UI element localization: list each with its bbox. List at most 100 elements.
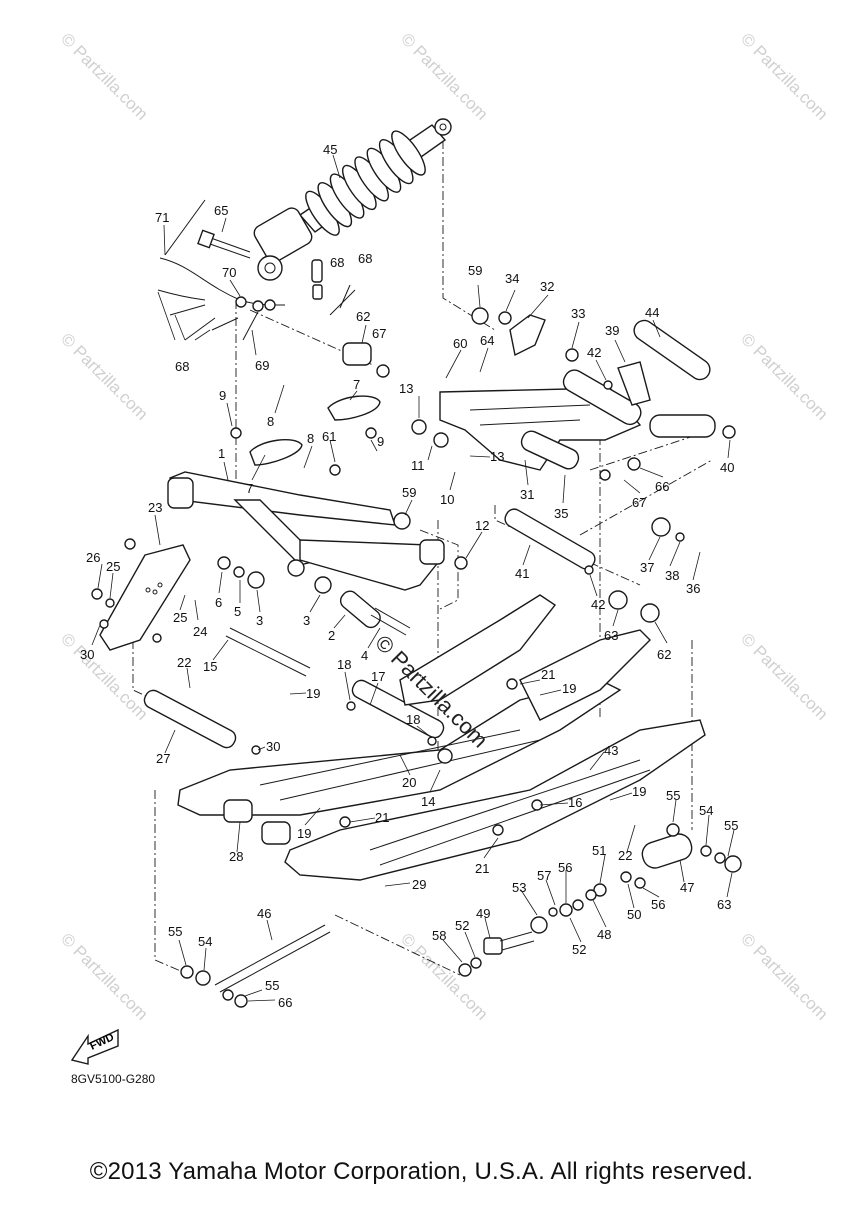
callout-30-center: 30 xyxy=(266,739,280,754)
callout-44: 44 xyxy=(645,305,659,320)
callout-22-right: 22 xyxy=(618,848,632,863)
callout-43: 43 xyxy=(604,743,618,758)
callout-13-upper: 13 xyxy=(399,381,413,396)
leader-lines xyxy=(91,154,735,1002)
callout-47: 47 xyxy=(680,880,694,895)
callout-39: 39 xyxy=(605,323,619,338)
callout-37: 37 xyxy=(640,560,654,575)
shaft-41 xyxy=(504,508,596,570)
callout-7-upper: 7 xyxy=(353,377,360,392)
callout-6: 6 xyxy=(215,595,222,610)
scissor-link-23 xyxy=(99,544,191,651)
watermark-text: © Partzilla.com xyxy=(737,329,831,423)
callout-20: 20 xyxy=(402,775,416,790)
callout-21-lower: 21 xyxy=(475,861,489,876)
callout-1: 1 xyxy=(218,446,225,461)
copyright-notice: ©2013 Yamaha Motor Corporation, U.S.A. A… xyxy=(89,1158,754,1185)
callout-58: 58 xyxy=(432,928,446,943)
callout-12: 12 xyxy=(475,518,489,533)
callout-27: 27 xyxy=(156,751,170,766)
callout-34: 34 xyxy=(505,271,519,286)
callout-7-lower: 7 xyxy=(246,481,253,496)
callout-42-upper: 42 xyxy=(587,345,601,360)
callout-17: 17 xyxy=(371,669,385,684)
callout-65: 65 xyxy=(214,203,228,218)
front-arm xyxy=(167,471,445,591)
callout-24: 24 xyxy=(193,624,207,639)
callout-2: 2 xyxy=(328,628,335,643)
callout-57: 57 xyxy=(537,868,551,883)
callout-25-upper: 25 xyxy=(106,559,120,574)
callout-9-left: 9 xyxy=(219,388,226,403)
callout-21-upper: 21 xyxy=(541,667,555,682)
callout-71: 71 xyxy=(155,210,169,225)
callout-45: 45 xyxy=(323,142,337,157)
callout-16: 16 xyxy=(568,795,582,810)
callout-51: 51 xyxy=(592,843,606,858)
diagram-code: 8GV5100-G280 xyxy=(71,1072,156,1086)
callout-62-lower: 62 xyxy=(657,647,671,662)
callout-63-upper: 63 xyxy=(604,628,618,643)
callout-64: 64 xyxy=(480,333,494,348)
shaft-2 xyxy=(339,590,381,629)
callout-60: 60 xyxy=(453,336,467,351)
shock-absorber xyxy=(253,118,452,300)
plate-32 xyxy=(509,314,546,357)
callout-54-left: 54 xyxy=(198,934,212,949)
callout-68-lower: 68 xyxy=(175,359,189,374)
slide-rail-upper xyxy=(399,594,651,721)
callout-32: 32 xyxy=(540,279,554,294)
callout-40: 40 xyxy=(720,460,734,475)
callout-19-lower: 19 xyxy=(297,826,311,841)
callout-42-lower: 42 xyxy=(591,597,605,612)
callout-labels: 45 71 65 70 68 68 68 69 62 67 59 34 32 3… xyxy=(80,142,738,1010)
callout-36: 36 xyxy=(686,581,700,596)
callout-3-left: 3 xyxy=(256,613,263,628)
callout-31: 31 xyxy=(520,487,534,502)
collar-28a xyxy=(223,799,253,823)
callout-38: 38 xyxy=(665,568,679,583)
callout-29: 29 xyxy=(412,877,426,892)
callout-41: 41 xyxy=(515,566,529,581)
callout-25-lower: 25 xyxy=(173,610,187,625)
callout-59-upper: 59 xyxy=(468,263,482,278)
callout-9-right: 9 xyxy=(377,434,384,449)
callout-52-lower: 52 xyxy=(572,942,586,957)
callout-49: 49 xyxy=(476,906,490,921)
watermark-text: © Partzilla.com xyxy=(397,29,491,123)
callout-68-upper-right: 68 xyxy=(358,251,372,266)
callout-19-upper: 19 xyxy=(562,681,576,696)
callout-55-right-lower: 55 xyxy=(724,818,738,833)
shaft-27 xyxy=(143,689,237,749)
block-47 xyxy=(641,833,693,869)
callout-53: 53 xyxy=(512,880,526,895)
slide-rail-right xyxy=(284,719,706,881)
watermark-text: © Partzilla.com xyxy=(57,629,151,723)
callout-8-lower: 8 xyxy=(307,431,314,446)
callout-19-left: 19 xyxy=(306,686,320,701)
callout-14: 14 xyxy=(421,794,435,809)
callout-66-upper: 66 xyxy=(655,479,669,494)
fwd-arrow-icon: FWD xyxy=(70,1028,119,1065)
callout-3-right: 3 xyxy=(303,613,310,628)
callout-35: 35 xyxy=(554,506,568,521)
watermark-text: © Partzilla.com xyxy=(57,329,151,423)
bolt-4 xyxy=(370,607,411,636)
bolt-49 xyxy=(483,931,535,955)
callout-18-upper: 18 xyxy=(337,657,351,672)
callout-4: 4 xyxy=(361,648,368,663)
shaft-44 xyxy=(633,319,711,381)
callout-13-lower: 13 xyxy=(490,449,504,464)
callout-28: 28 xyxy=(229,849,243,864)
watermark-text: © Partzilla.com xyxy=(397,929,491,1023)
callout-8-upper: 8 xyxy=(267,414,274,429)
callout-59-lower: 59 xyxy=(402,485,416,500)
washers-and-nuts xyxy=(91,307,742,1008)
callout-30-left: 30 xyxy=(80,647,94,662)
axle-46 xyxy=(214,924,331,993)
callout-66-lower: 66 xyxy=(278,995,292,1010)
link-plate-7a xyxy=(249,438,303,466)
callout-50: 50 xyxy=(627,907,641,922)
bolt-65 xyxy=(197,229,251,259)
